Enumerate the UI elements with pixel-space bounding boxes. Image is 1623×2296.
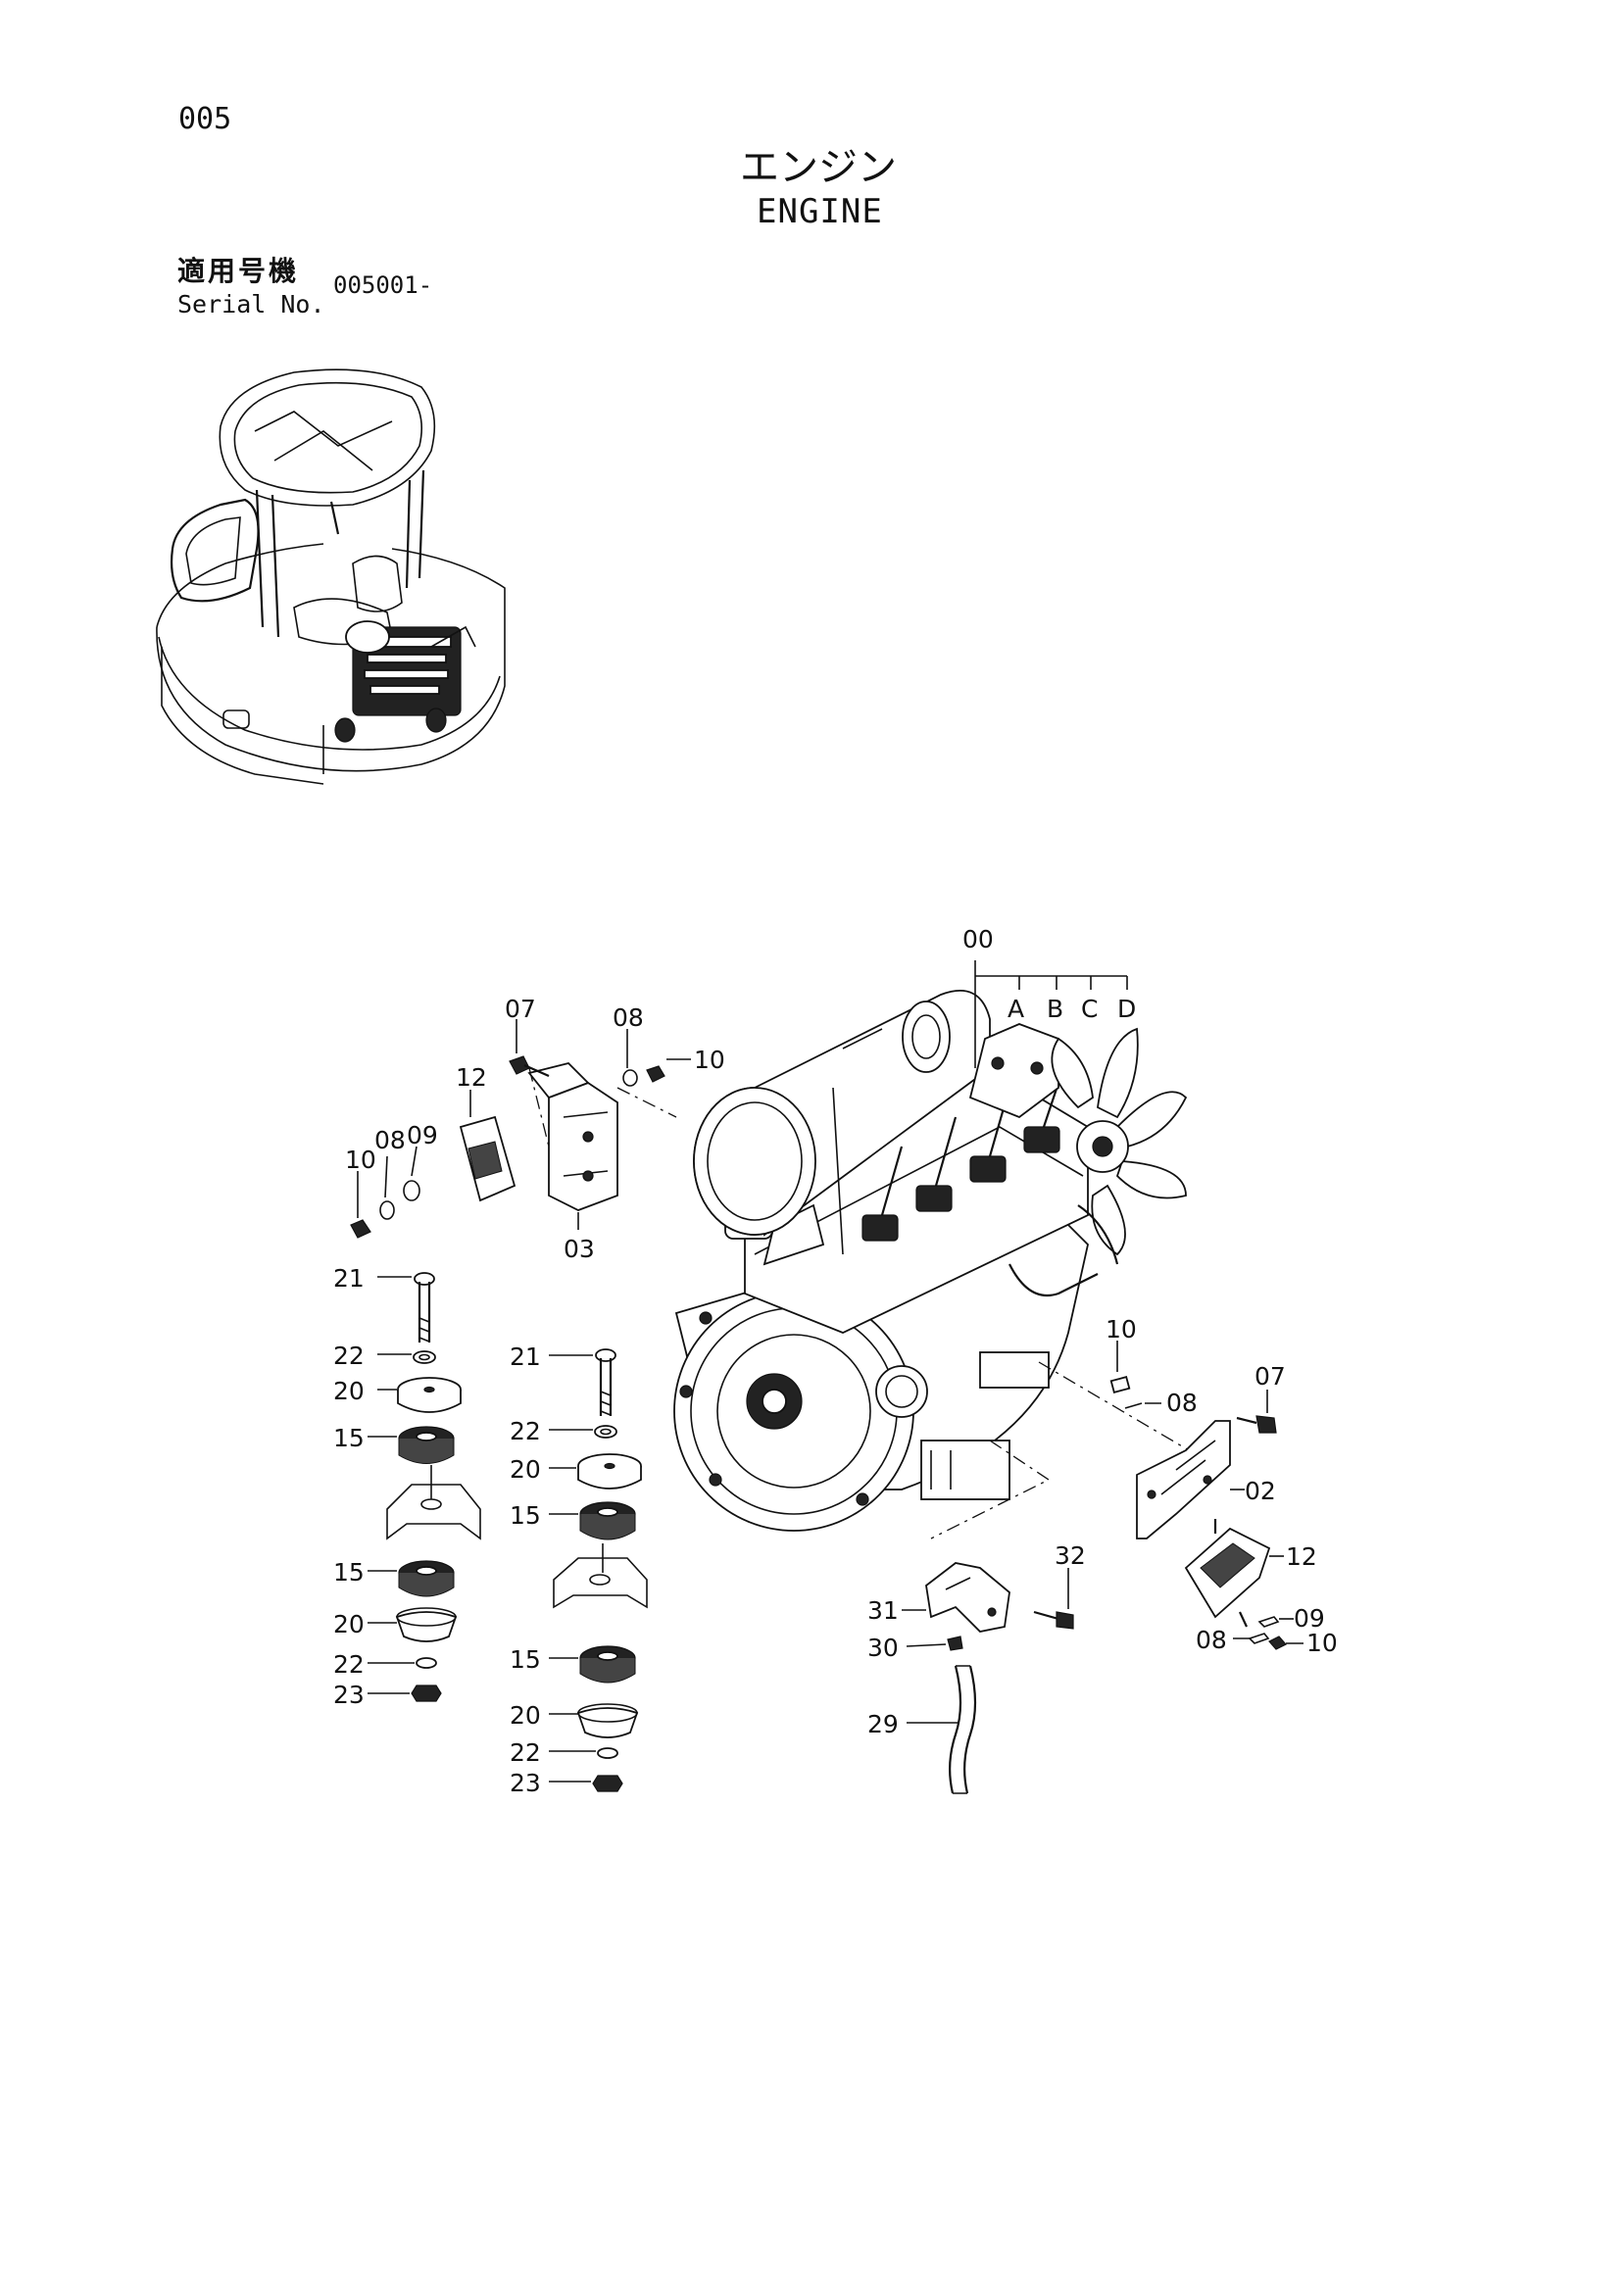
callout-22-left: 22 (333, 1342, 365, 1370)
callout-15-middle: 15 (510, 1501, 541, 1530)
callout-03: 03 (564, 1235, 595, 1263)
callout-15-left-lower: 15 (333, 1558, 365, 1587)
middle-mount-stack (553, 1348, 648, 1792)
cooling-fan (1051, 1027, 1188, 1256)
engine-assembly (673, 990, 1188, 1532)
callout-07-top: 07 (505, 995, 536, 1023)
engine-highlight (334, 620, 476, 743)
rear-mount-bracket-group (1109, 1376, 1287, 1650)
callout-08-right: 08 (1166, 1389, 1198, 1417)
leader-line (528, 1067, 550, 1148)
callout-08-top: 08 (613, 1003, 644, 1032)
left-mount-stack (386, 1272, 481, 1702)
callout-10-top: 10 (694, 1046, 725, 1074)
callout-A: A (1008, 995, 1024, 1023)
callout-22-middle: 22 (510, 1417, 541, 1445)
callout-23-left: 23 (333, 1681, 365, 1709)
callout-22-left-lower: 22 (333, 1650, 365, 1679)
callout-31: 31 (867, 1596, 899, 1625)
callout-21-left: 21 (333, 1264, 365, 1293)
callout-00: 00 (962, 925, 994, 953)
callout-15-left: 15 (333, 1424, 365, 1452)
excavator-location-thumbnail (156, 368, 506, 785)
callout-09-right: 09 (1294, 1604, 1325, 1633)
leader-line (616, 1087, 677, 1118)
callout-10-left: 10 (345, 1146, 376, 1174)
callout-20-left-lower: 20 (333, 1610, 365, 1638)
leader-line (1038, 1361, 1206, 1461)
callout-12-right: 12 (1286, 1542, 1317, 1571)
callout-10-right-lower: 10 (1306, 1629, 1338, 1657)
callout-02: 02 (1245, 1477, 1276, 1505)
page-title-japanese: エンジン (740, 145, 897, 190)
callout-09-left: 09 (407, 1121, 438, 1149)
serial-label: Serial No. (177, 290, 325, 318)
serial-number-value: 005001- (333, 271, 433, 299)
callout-12-left: 12 (456, 1063, 487, 1092)
callout-20-middle-lower: 20 (510, 1701, 541, 1730)
callout-29: 29 (867, 1710, 899, 1738)
callout-10-right: 10 (1106, 1315, 1137, 1343)
callout-23-middle: 23 (510, 1769, 541, 1797)
callout-20-middle: 20 (510, 1455, 541, 1484)
callout-B: B (1047, 995, 1063, 1023)
callout-07-right: 07 (1254, 1362, 1286, 1391)
front-mount-bracket-group (350, 1055, 665, 1239)
callout-32: 32 (1055, 1541, 1086, 1570)
callout-22-middle-lower: 22 (510, 1738, 541, 1767)
page-number: 005 (178, 102, 232, 136)
callout-D: D (1117, 995, 1136, 1023)
callout-08-left: 08 (374, 1126, 406, 1154)
callout-C: C (1081, 995, 1098, 1023)
callout-30: 30 (867, 1634, 899, 1662)
page-title: ENGINE (757, 192, 883, 231)
callout-08-right-lower: 08 (1196, 1626, 1227, 1654)
serial-label-japanese: 適用号機 (177, 255, 300, 287)
callout-20-left: 20 (333, 1377, 365, 1405)
callout-15-middle-lower: 15 (510, 1645, 541, 1674)
lower-bracket-group (925, 1562, 1074, 1794)
injector-row (861, 1067, 1065, 1242)
callout-21-middle: 21 (510, 1343, 541, 1371)
